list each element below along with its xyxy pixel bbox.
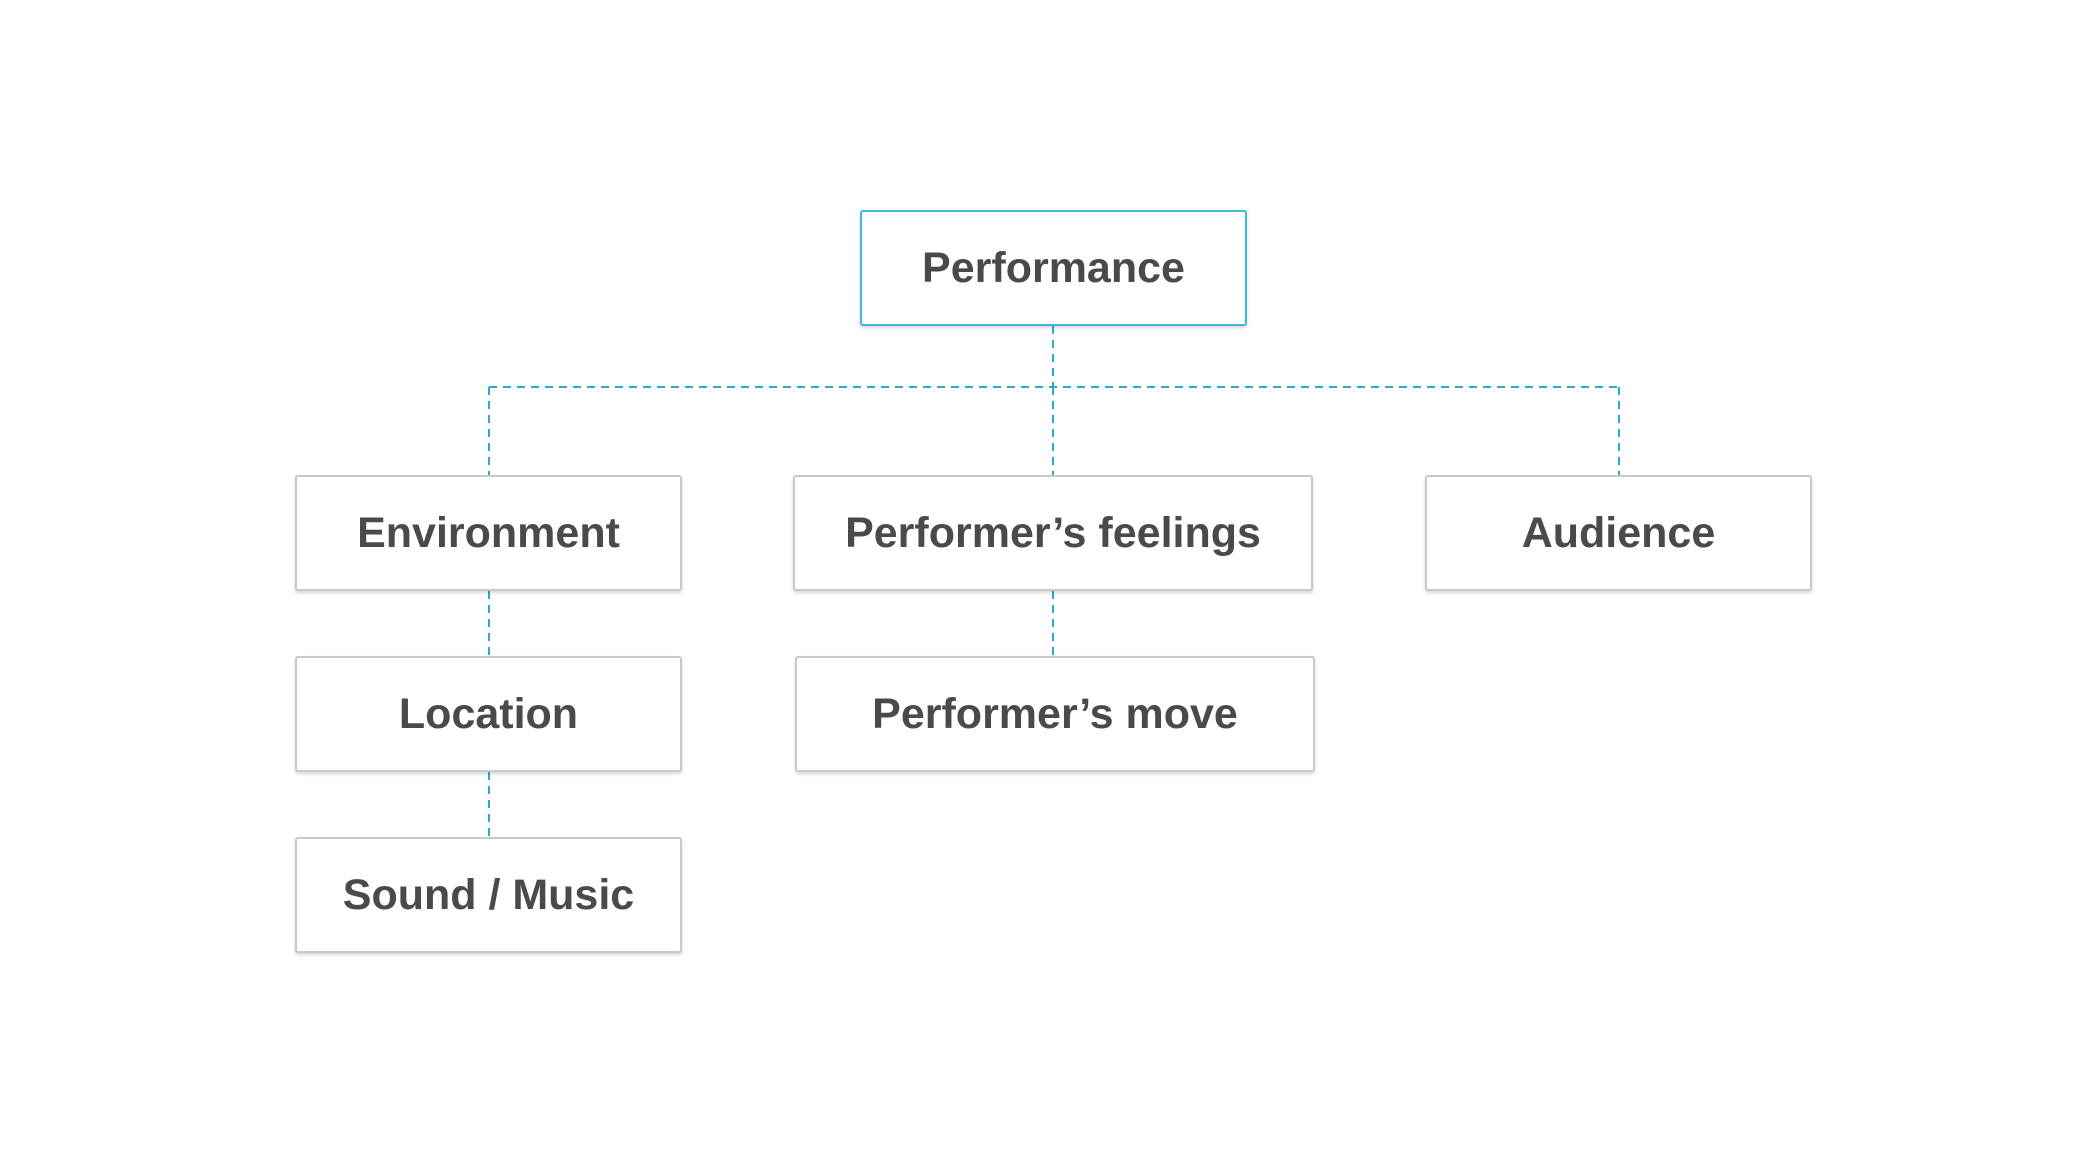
node-audience-label: Audience [1521, 508, 1716, 557]
node-environment-label: Environment [357, 508, 620, 557]
node-performers-feelings-label: Performer’s feelings [845, 508, 1261, 557]
node-performance-label: Performance [922, 243, 1185, 292]
node-performance[interactable]: Performance [860, 210, 1247, 326]
node-environment[interactable]: Environment [295, 475, 682, 591]
node-performers-feelings[interactable]: Performer’s feelings [793, 475, 1313, 591]
node-performers-move-label: Performer’s move [872, 689, 1238, 738]
node-audience[interactable]: Audience [1425, 475, 1812, 591]
node-performers-move[interactable]: Performer’s move [795, 656, 1315, 772]
node-sound-music[interactable]: Sound / Music [295, 837, 682, 953]
node-sound-music-label: Sound / Music [342, 870, 635, 919]
node-location[interactable]: Location [295, 656, 682, 772]
node-location-label: Location [398, 689, 579, 738]
